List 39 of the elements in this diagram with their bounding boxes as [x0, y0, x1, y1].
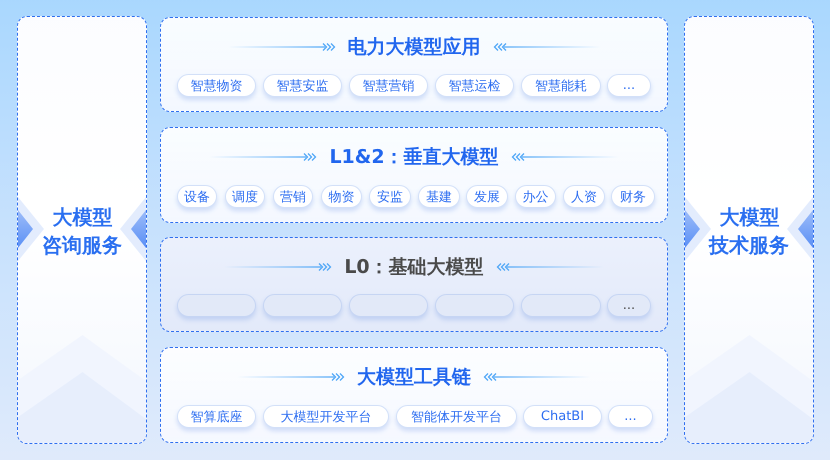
service-panel	[17, 16, 147, 444]
module-tag: ...	[608, 405, 653, 428]
module-tag: 发展	[466, 185, 508, 208]
module-tag: 安监	[369, 185, 411, 208]
layer-panel	[160, 17, 668, 112]
module-tag: 基建	[418, 185, 460, 208]
service-panel	[684, 16, 814, 444]
layer-panel	[160, 347, 668, 443]
empty-tag	[435, 294, 514, 317]
panel-title: 大模型咨询服务	[42, 204, 122, 259]
module-tag: 智慧运检	[435, 74, 514, 97]
module-tag: 智算底座	[177, 405, 256, 428]
module-tag: 智能体开发平台	[396, 405, 517, 428]
module-tag: 营销	[273, 185, 313, 208]
module-tag: 物资	[321, 185, 362, 208]
layer-panel	[160, 237, 668, 332]
panel-title: 大模型技术服务	[708, 204, 790, 259]
module-tag: 设备	[177, 185, 217, 208]
module-tag: 智慧安监	[263, 74, 342, 97]
empty-tag	[177, 294, 256, 317]
module-tag: 调度	[225, 185, 265, 208]
module-tag: 办公	[515, 185, 556, 208]
layer-title: 电力大模型应用	[348, 36, 480, 58]
module-tag: 智慧物资	[177, 74, 256, 97]
empty-tag	[263, 294, 342, 317]
module-tag: 财务	[611, 185, 655, 208]
layer-panel	[160, 127, 668, 223]
module-tag: 智慧营销	[349, 74, 428, 97]
layer-title: L1&2：垂直大模型	[329, 146, 499, 168]
module-tag: ...	[607, 294, 651, 317]
empty-tag	[349, 294, 428, 317]
layer-title: L0：基础大模型	[344, 256, 484, 278]
module-tag: 智慧能耗	[521, 74, 601, 97]
layer-title: 大模型工具链	[357, 366, 471, 388]
module-tag: 大模型开发平台	[263, 405, 389, 428]
module-tag: ChatBI	[523, 405, 602, 428]
empty-tag	[521, 294, 601, 317]
module-tag: ...	[607, 74, 651, 97]
module-tag: 人资	[563, 185, 605, 208]
